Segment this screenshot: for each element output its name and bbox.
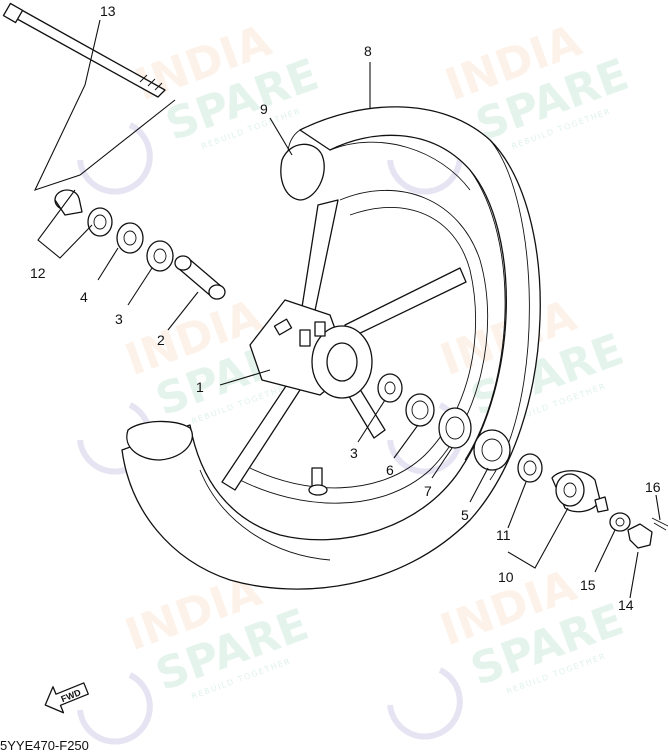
tire	[121, 106, 541, 590]
callout-13: 13	[100, 3, 116, 19]
callout-3: 3	[115, 311, 123, 327]
drive-gear	[517, 453, 543, 483]
axle	[2, 2, 166, 98]
wheel-rim	[221, 190, 489, 504]
circlip	[405, 393, 435, 427]
callout-3-right: 3	[350, 445, 358, 461]
callout-2: 2	[157, 332, 165, 348]
callout-9: 9	[260, 101, 268, 117]
oil-seal	[438, 407, 472, 449]
callout-8: 8	[364, 43, 372, 59]
callout-11: 11	[496, 527, 511, 543]
callout-5: 5	[461, 507, 469, 523]
callout-14: 14	[618, 597, 634, 613]
callouts: 13 8 9 12 4 3 2 1 3 6 7 5 11 10 15 14 16	[30, 3, 661, 613]
diagram-code: 5YYE470-F250	[0, 738, 89, 753]
valve	[308, 467, 328, 496]
leader-lines	[33, 19, 661, 599]
bearing	[377, 373, 403, 403]
spacer	[54, 189, 83, 216]
callout-4: 4	[80, 289, 88, 305]
axle-nut	[627, 523, 653, 549]
oil-seal	[87, 207, 113, 237]
bearing	[146, 240, 174, 272]
callout-12: 12	[30, 265, 46, 281]
callout-7: 7	[424, 483, 432, 499]
spacer-tube	[174, 255, 226, 300]
gear-unit	[551, 470, 609, 513]
bearing	[473, 429, 511, 471]
fwd-arrow: FWD	[44, 682, 89, 714]
bearing	[116, 222, 144, 254]
inner-tube	[126, 143, 325, 461]
callout-10: 10	[498, 569, 514, 585]
wheel-hub	[249, 299, 373, 399]
watermark: INDIA SPARE REBUILD TOGETHER INDIA SPARE…	[77, 15, 635, 745]
callout-15: 15	[580, 577, 596, 593]
callout-6: 6	[386, 462, 394, 478]
washer	[609, 512, 631, 532]
callout-1: 1	[196, 379, 204, 395]
callout-16: 16	[645, 479, 661, 495]
cotter-pin	[651, 517, 669, 531]
